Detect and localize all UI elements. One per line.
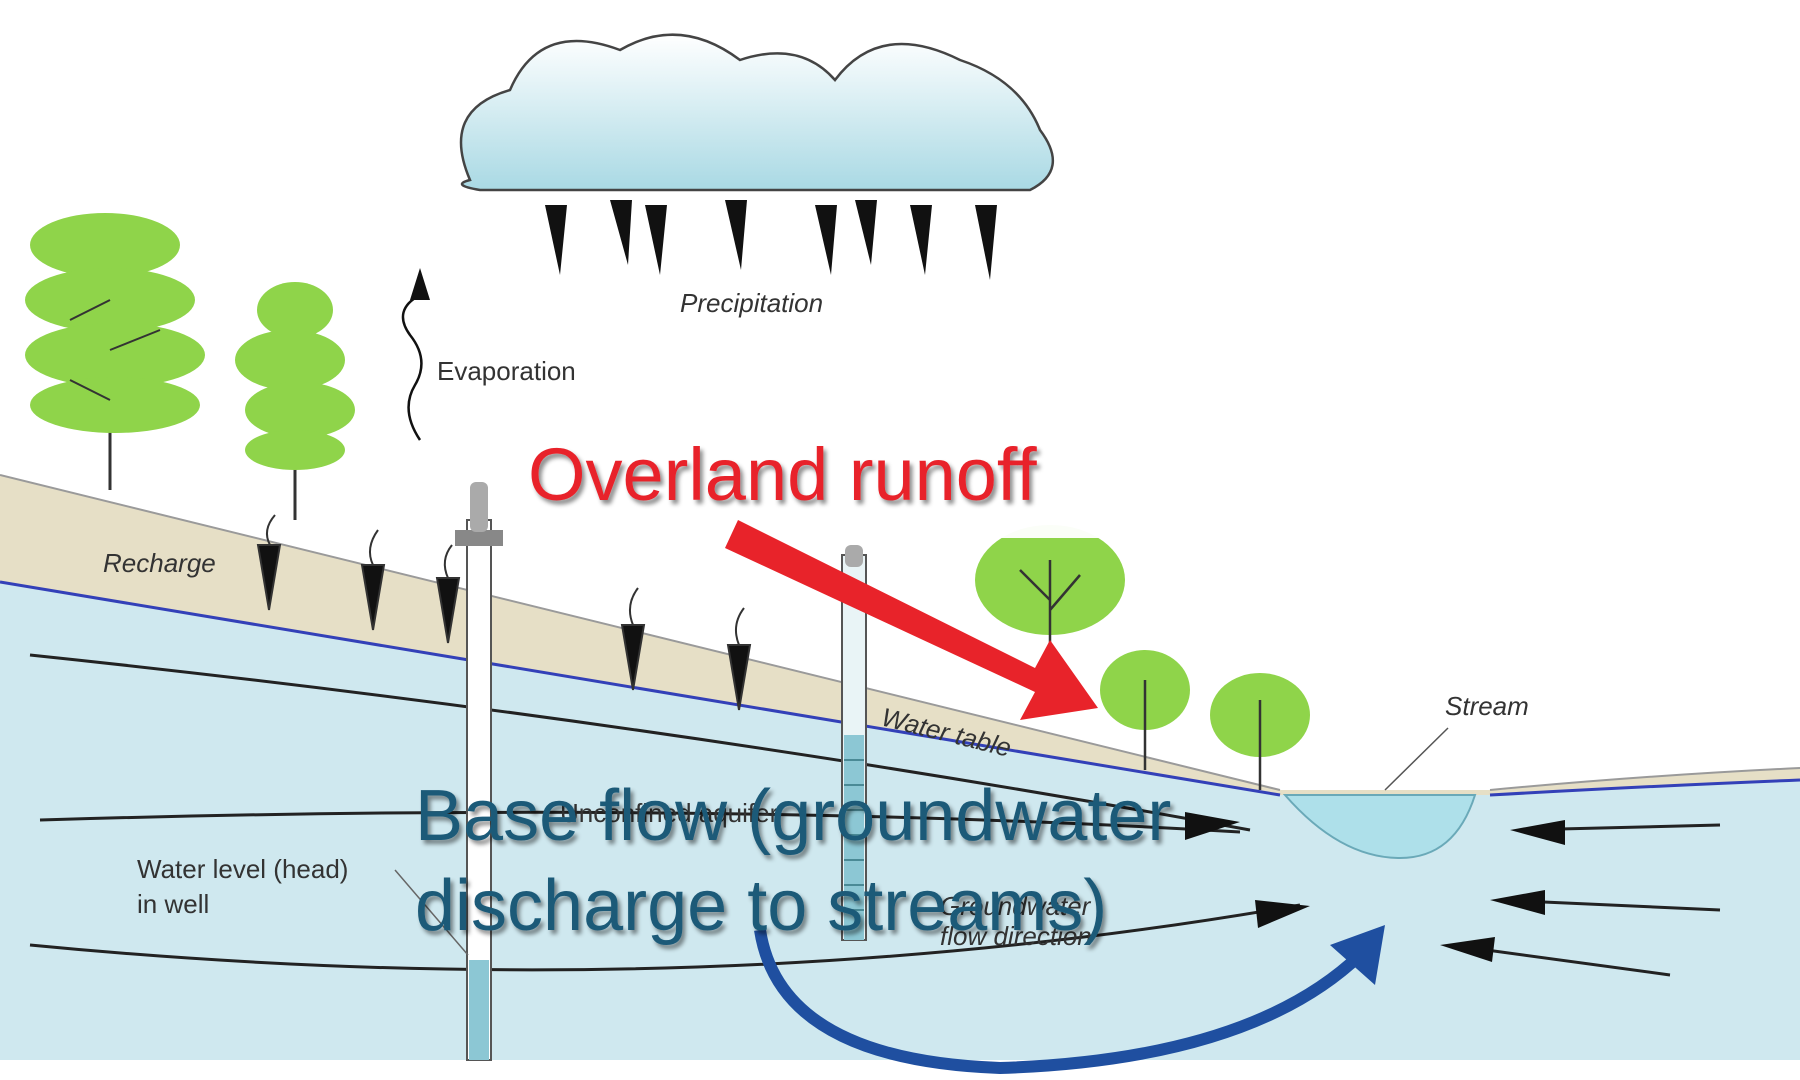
base-flow-arrow [754, 925, 1385, 1075]
tree-shrub-mid [975, 525, 1125, 660]
recharge-label: Recharge [103, 548, 216, 578]
evaporation-label: Evaporation [437, 356, 576, 386]
stream-leader [1384, 727, 1449, 791]
runoff-label-backdrop [520, 408, 1120, 538]
water-level-leader [394, 869, 469, 956]
stream-label: Stream [1445, 691, 1529, 721]
flow-arrowheads [1185, 812, 1565, 962]
water-table-line [0, 580, 1800, 797]
tree-small-2 [1210, 673, 1310, 790]
tree-small-1 [1100, 650, 1190, 770]
tree-medium-left [235, 282, 355, 520]
well-right [841, 545, 867, 941]
overland-runoff-arrow [725, 520, 1098, 720]
groundwater-flow-label-line2: flow direction [940, 921, 1092, 951]
water-level-label-line1: Water level (head) [137, 854, 348, 884]
base-flow-callout-line1: Base flow (groundwater [415, 776, 1171, 856]
stream-channel [1282, 794, 1477, 860]
well-left [455, 482, 503, 1061]
unconfined-aquifer-label: Unconfined aquifer [560, 798, 779, 828]
water-level-label-line2: in well [137, 889, 209, 919]
tree-large-left [25, 213, 205, 490]
groundwater-flow-label-line1: Groundwater [940, 891, 1092, 921]
recharge-arrows [256, 514, 752, 711]
evaporation-arrow [401, 268, 430, 441]
cloud [459, 33, 1055, 192]
precipitation-label: Precipitation [680, 288, 823, 318]
overland-runoff-callout: Overland runoff [528, 433, 1037, 516]
base-flow-callout-line2: discharge to streams) [415, 866, 1107, 946]
precipitation-arrows [545, 200, 997, 280]
